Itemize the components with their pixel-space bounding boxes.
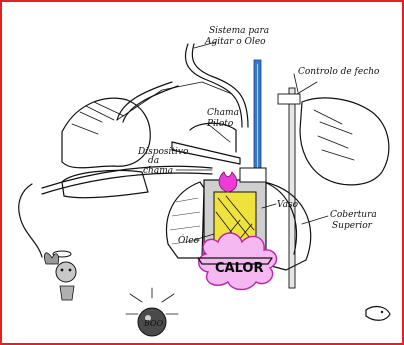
right-hand xyxy=(300,98,389,185)
thermometer xyxy=(254,60,261,180)
bomb-label: BOO xyxy=(143,319,164,328)
bomb-icon xyxy=(126,288,178,336)
angel-mascot xyxy=(44,251,76,300)
stirring-system-label-line2: Agitar o Óleo xyxy=(204,35,266,47)
flame-device-label-line1: Dispositivo xyxy=(137,147,189,157)
top-cover-label-line2: Superior xyxy=(332,221,373,231)
shutter-control-rod xyxy=(278,82,317,288)
pilot-flame-label-line2: Piloto xyxy=(206,119,234,129)
oil-label: Óleo xyxy=(178,234,200,246)
flame-device-label-line3: chama xyxy=(143,166,173,176)
flame-device-label-line2: da xyxy=(148,156,159,166)
heat-label: CALOR xyxy=(215,261,263,276)
stirring-system-label-line1: Sistema para xyxy=(209,26,269,36)
flash-point-apparatus-diagram: Sistema para Agitar o Óleo Controlo de f… xyxy=(2,2,402,343)
cup-label: Vaso xyxy=(277,200,299,210)
top-cover-label-line1: Cobertura xyxy=(330,210,377,220)
small-cartoon-figure xyxy=(366,307,390,321)
shutter-control-label: Controlo de fecho xyxy=(298,67,380,77)
pilot-flame-label-line1: Chama xyxy=(207,108,239,118)
pilot-flame xyxy=(219,172,237,192)
left-hand xyxy=(19,98,151,257)
